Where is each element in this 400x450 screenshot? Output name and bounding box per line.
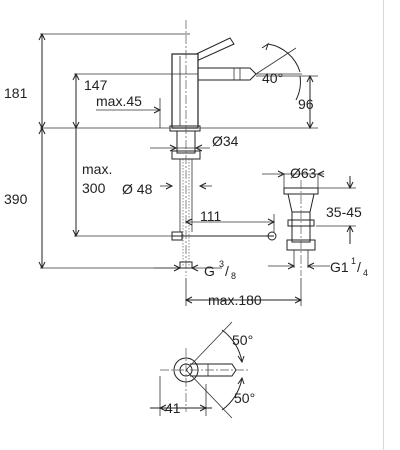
faucet-plan-view	[150, 321, 250, 419]
dim-max-45: max.45	[96, 93, 142, 109]
dim-390: 390	[4, 191, 28, 207]
dim-g1-slash: /	[357, 259, 361, 275]
base-diameter-dim	[150, 144, 210, 152]
dim-g1-label: G1	[330, 259, 349, 275]
max-reach-dim	[96, 98, 162, 128]
waste-fitting	[283, 180, 319, 276]
dim-g-label: G	[204, 263, 215, 279]
page-divider-line	[383, 0, 384, 450]
faucet-body	[171, 53, 199, 129]
waste-diameter-dim	[262, 170, 325, 188]
dim-swivel-bottom: 50°	[234, 390, 255, 406]
popup-rod-knob	[267, 231, 277, 241]
dim-max-300: 300	[82, 180, 106, 196]
dim-g1-superscript: 1	[351, 256, 356, 266]
dim-35-45: 35-45	[326, 204, 362, 220]
dim-diameter-48: Ø 48	[122, 181, 153, 197]
outlet-height-dim	[200, 74, 318, 130]
max-width-dim	[184, 278, 303, 306]
dim-max-180: max.180	[208, 292, 262, 308]
dim-g1-subscript: 4	[363, 268, 368, 278]
faucet-spout	[198, 67, 257, 81]
dim-g-superscript: 3	[219, 259, 224, 269]
dim-diameter-63: Ø63	[290, 165, 317, 181]
dim-angle-40: 40°	[262, 70, 283, 86]
faucet-side-view	[169, 20, 277, 276]
left-dimensions	[38, 32, 198, 270]
connection-dim	[154, 264, 222, 272]
dim-g-subscript: 8	[231, 271, 236, 281]
waste-range-dim	[316, 176, 356, 244]
dim-diameter-34: Ø34	[212, 133, 239, 149]
dim-41: 41	[165, 400, 181, 416]
angle-dim	[255, 42, 302, 101]
dim-96: 96	[298, 96, 314, 112]
shank-diameter-dim	[160, 182, 212, 190]
dim-swivel-top: 50°	[232, 332, 253, 348]
dim-max-label: max.	[82, 161, 112, 177]
dim-181: 181	[4, 85, 28, 101]
dim-g-slash: /	[225, 263, 229, 279]
spacing-dim	[184, 214, 276, 232]
dim-111: 111	[200, 208, 221, 224]
waste-thread-dim	[268, 262, 330, 270]
dim-147: 147	[84, 77, 108, 93]
